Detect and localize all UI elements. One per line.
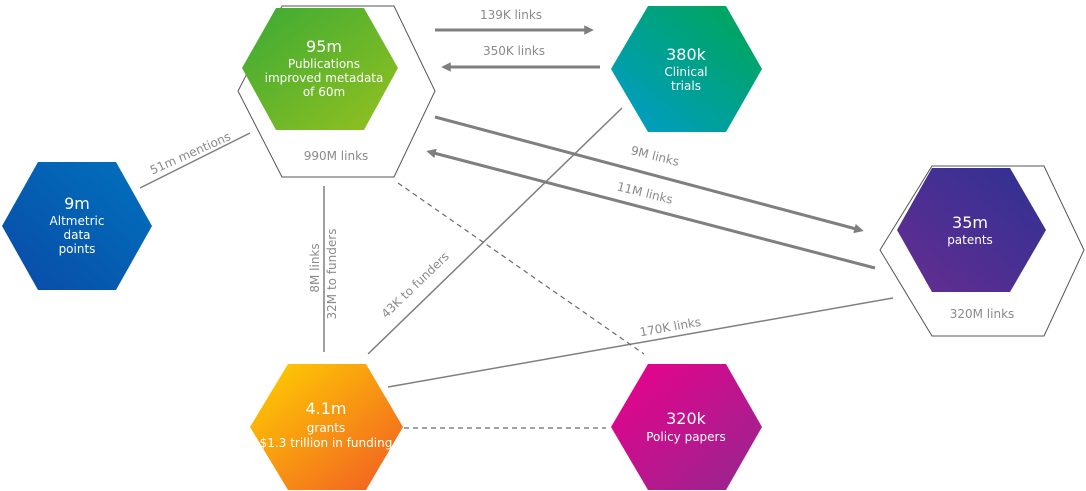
- publications-to-trials-label: 139K links: [480, 8, 542, 22]
- altmetric-label-line-1: Altmetric: [50, 214, 105, 228]
- publications-hexagon: [242, 8, 398, 130]
- trials-label-line-1: Clinical: [664, 65, 707, 79]
- patents-to-publications-arrow: [426, 148, 876, 270]
- publications-to-patents-label: 9M links: [629, 143, 680, 169]
- altmetric-value: 9m: [64, 194, 90, 213]
- trials-label-line-2: trials: [671, 79, 701, 93]
- patents-outline-label: 320M links: [950, 307, 1015, 321]
- grants-node: 4.1m grants $1.3 trillion in funding: [250, 364, 403, 490]
- publications-label-line-3: of 60m: [303, 85, 345, 99]
- policy-label-line-1: Policy papers: [646, 430, 726, 444]
- grants-patents-line: [387, 297, 894, 388]
- trials-hexagon: [611, 6, 762, 132]
- grants-label-line-2: $1.3 trillion in funding: [260, 436, 393, 450]
- policy-hexagon: [611, 364, 762, 490]
- grants-trials-label: 43K to funders: [379, 249, 452, 321]
- altmetric-label-line-2: data: [63, 228, 90, 242]
- altmetric-publications-line: [139, 132, 251, 189]
- patents-outline-hexagon: [879, 165, 1085, 337]
- publications-outline-label: 990M links: [304, 149, 369, 163]
- altmetric-hexagon: [2, 162, 152, 290]
- policy-node: 320k Policy papers: [611, 364, 762, 490]
- grants-hexagon: [250, 364, 403, 490]
- grants-patents-label: 170K links: [639, 315, 703, 340]
- grants-publications-label-a: 8M links: [308, 243, 322, 292]
- publications-policy-dashed-line: [397, 182, 645, 355]
- altmetric-node: 9m Altmetric data points: [2, 162, 152, 290]
- publications-to-patents-arrow: [434, 115, 864, 234]
- grants-label-line-1: grants: [307, 421, 345, 435]
- publications-value: 95m: [306, 37, 342, 56]
- patents-hexagon: [897, 168, 1046, 292]
- grants-publications-label-b: 32M to funders: [325, 229, 339, 320]
- publications-label-line-2: improved metadata: [265, 71, 384, 85]
- grants-value: 4.1m: [305, 399, 346, 418]
- altmetric-publications-label: 51m mentions: [148, 129, 233, 177]
- policy-value: 320k: [666, 409, 707, 428]
- trials-value: 380k: [666, 45, 707, 64]
- publications-node: 95m Publications improved metadata of 60…: [237, 5, 436, 178]
- patents-value: 35m: [952, 213, 988, 232]
- trials-node: 380k Clinical trials: [611, 6, 762, 132]
- altmetric-label-line-3: points: [59, 242, 96, 256]
- grants-trials-line: [367, 107, 623, 355]
- patents-node: 35m patents 320M links: [879, 165, 1085, 337]
- trials-to-publications-label: 350K links: [483, 44, 545, 58]
- patents-label-line-1: patents: [947, 233, 993, 247]
- publications-outline-hexagon: [237, 5, 436, 178]
- connections: [139, 25, 894, 429]
- publications-label-line-1: Publications: [288, 57, 360, 71]
